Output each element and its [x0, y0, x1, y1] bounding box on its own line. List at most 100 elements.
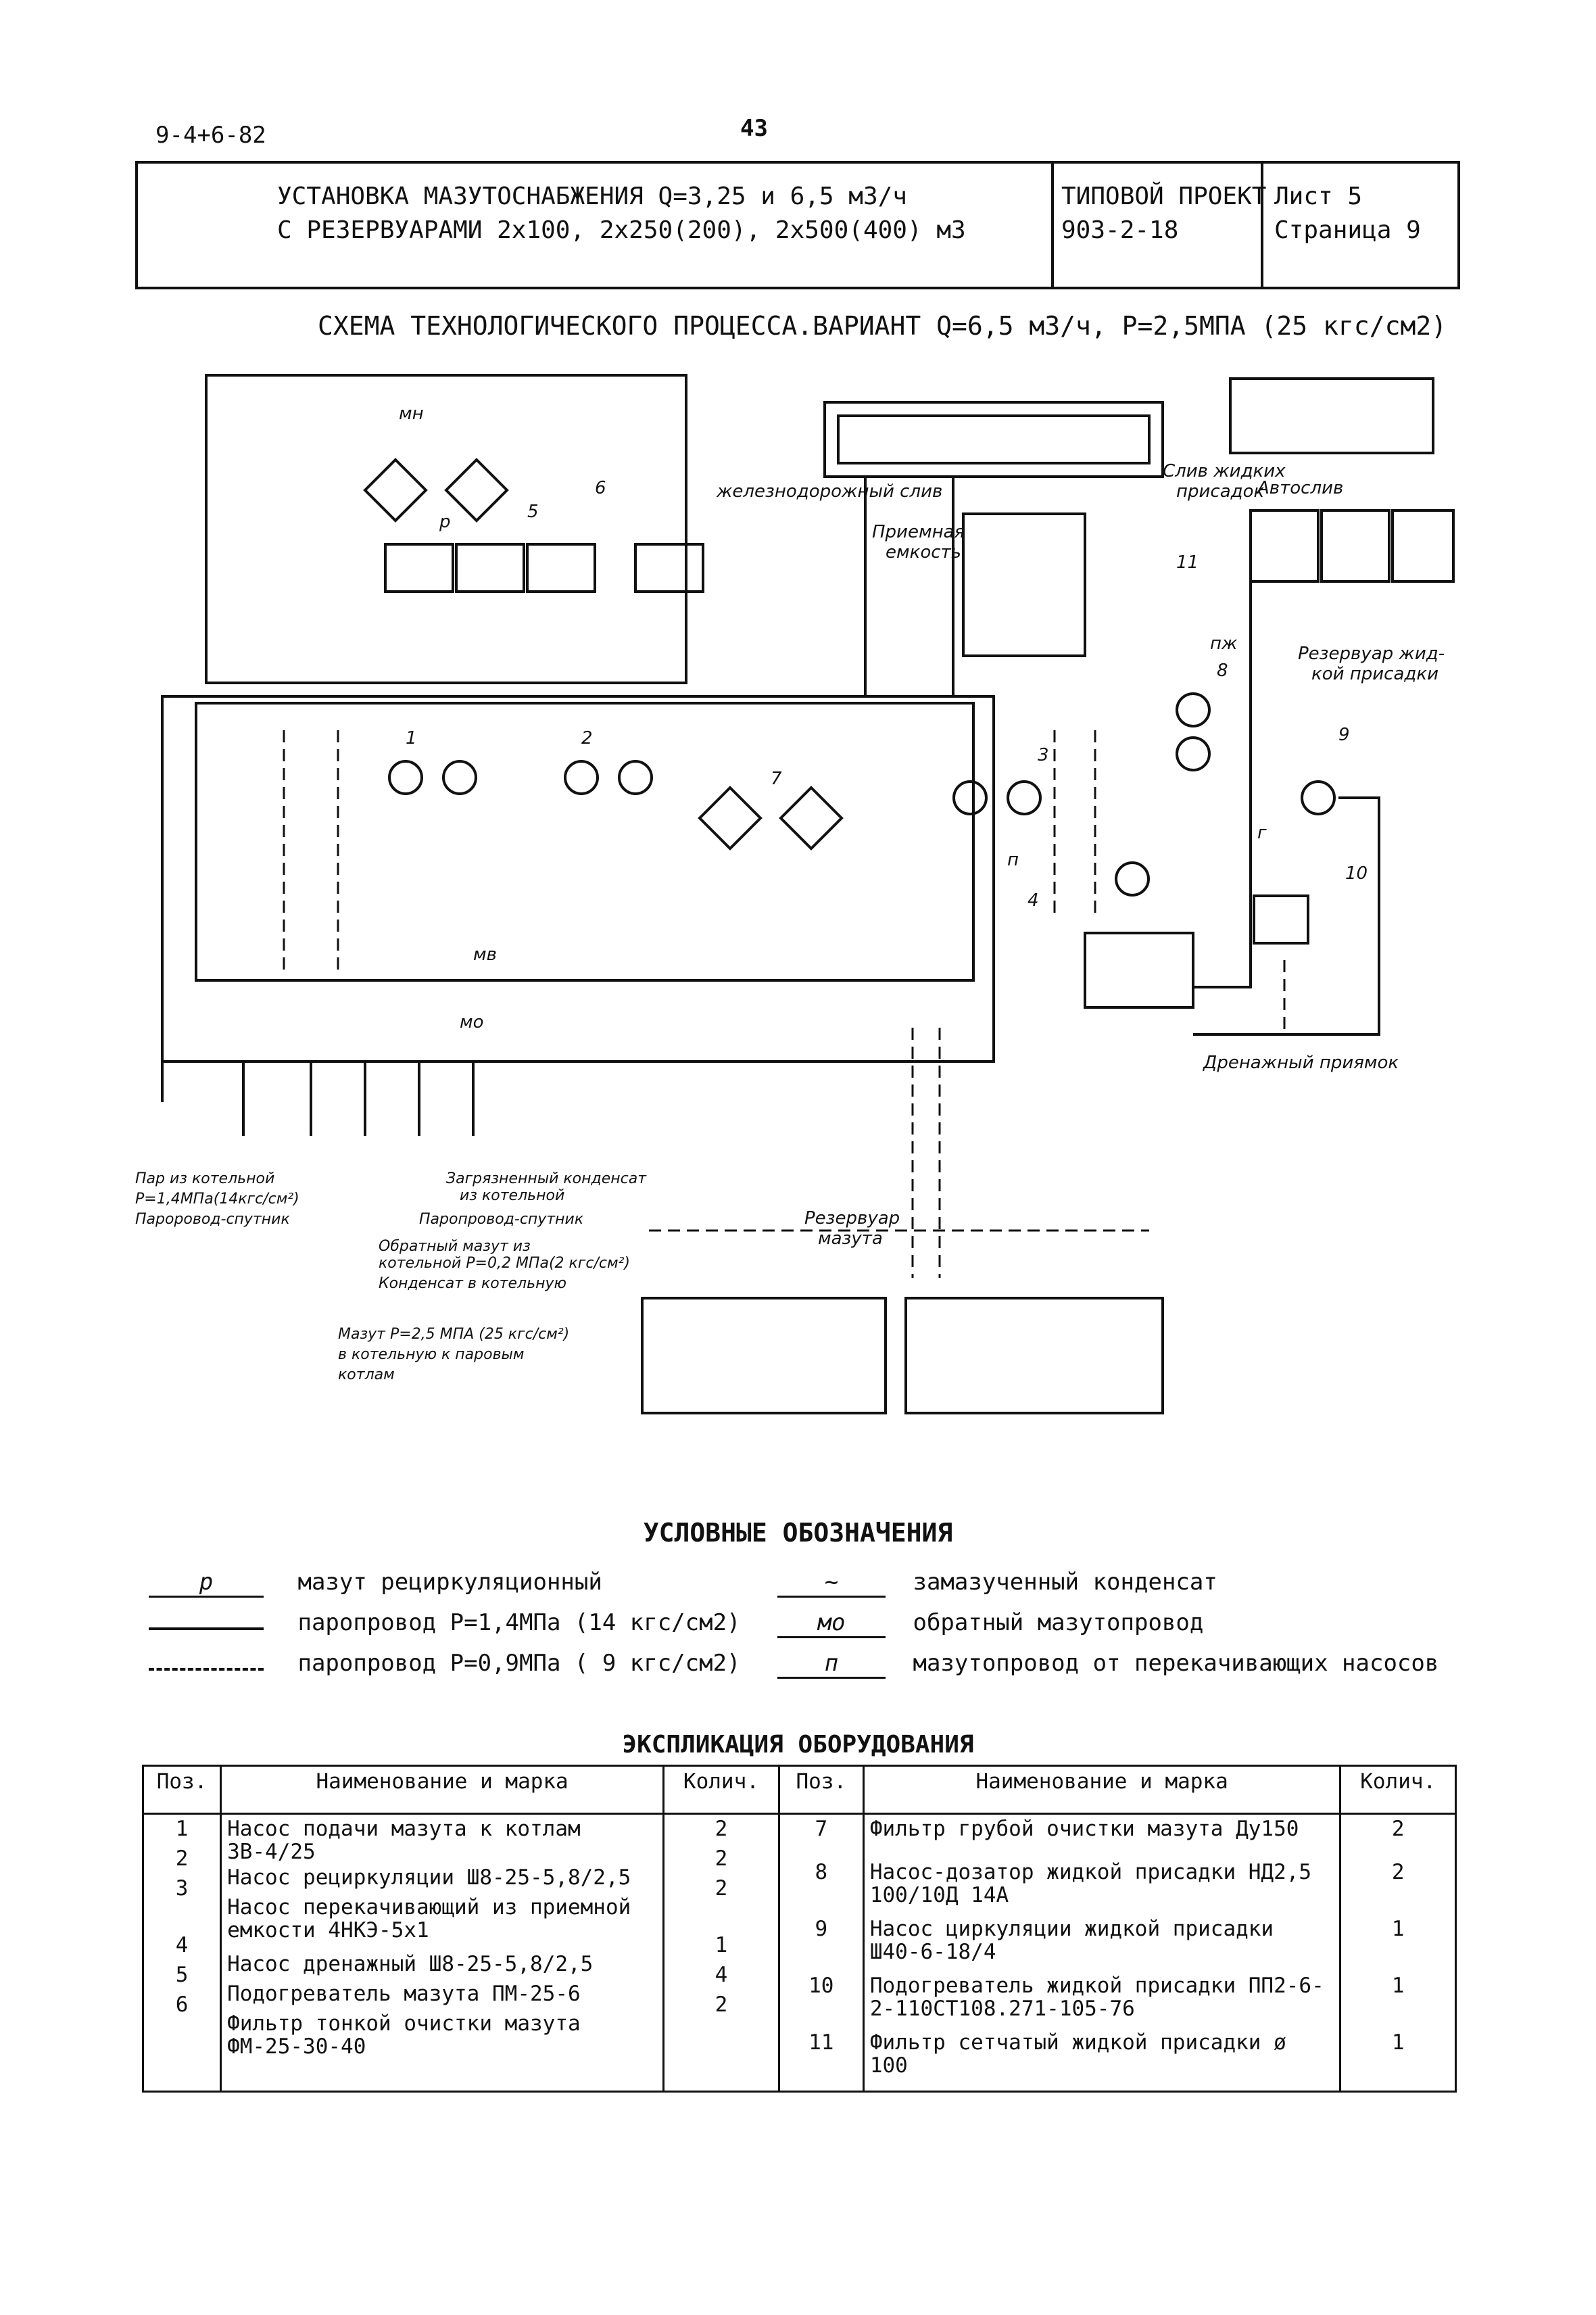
table-cell-name: Насос подачи мазута к котлам ЗВ-4/25 Нас…: [220, 1813, 665, 2093]
rail-unload: [823, 401, 1164, 478]
legend-swatch: [149, 1611, 264, 1630]
equipment-table: Поз. Наименование и марка Колич. Поз. На…: [141, 1765, 1457, 2093]
receiving-tank-label-2: емкость: [886, 542, 961, 563]
heater-5d: [634, 543, 704, 593]
heater-10: [1253, 894, 1309, 945]
line-code-mv: мв: [473, 945, 497, 965]
col-name: Наименование и марка: [220, 1765, 665, 1815]
table-cell-qty: 2 2 1 1 1: [1339, 1813, 1457, 2093]
fuel-tank-label-1: Резервуар: [804, 1208, 900, 1228]
legend-swatch: [149, 1652, 264, 1671]
pump-8b: [1176, 736, 1211, 771]
pos-4-label: 4: [1027, 890, 1039, 911]
project-number: 903-2-18: [1061, 216, 1179, 244]
sheet-number: Лист 5: [1274, 183, 1363, 210]
steam-satellite-label: Паропровод-спутник: [419, 1211, 584, 1228]
legend-title: УСЛОВНЫЕ ОБОЗНАЧЕНИЯ: [643, 1518, 953, 1548]
col-pos: Поз.: [777, 1765, 865, 1815]
pos-1-label: 1: [406, 728, 417, 748]
pump-3a: [952, 780, 988, 815]
additive-tank-a: [1249, 509, 1320, 583]
receiving-tank-label-1: Приемная: [872, 522, 965, 542]
table-cell-name: Фильтр грубой очистки мазута Ду150 Насос…: [862, 1813, 1342, 2093]
col-qty: Колич.: [1339, 1765, 1457, 1815]
legend-swatch: мо: [777, 1609, 886, 1638]
legend-text: паропровод Р=1,4МПа (14 кгс/см2): [297, 1609, 741, 1636]
filter-6a: [363, 458, 428, 523]
pos-9-label: 9: [1338, 725, 1350, 745]
additive-tank-label-1: Резервуар жид-: [1298, 644, 1445, 664]
additive-tank-b: [1320, 509, 1391, 583]
fuel-tank-b: [904, 1297, 1164, 1414]
legend-item-right-2: мо обратный мазутопровод: [777, 1609, 1203, 1638]
process-diagram: 6 5 1 2 7 3 4 8 9 10 11 железнодорожный …: [135, 374, 1455, 1414]
project-type: ТИПОВОЙ ПРОЕКТ: [1061, 183, 1267, 210]
legend-item-right-1: ~ замазученный конденсат: [777, 1569, 1217, 1598]
legend-text: паропровод Р=0,9МПа ( 9 кгс/см2): [297, 1650, 741, 1677]
additive-unload-label-2: присадок: [1176, 481, 1265, 502]
additive-unload-label-1: Слив жидких: [1163, 461, 1286, 481]
scheme-title: СХЕМА ТЕХНОЛОГИЧЕСКОГО ПРОЦЕССА.ВАРИАНТ …: [318, 311, 1447, 341]
drain-pit-label: Дренажный приямок: [1203, 1053, 1399, 1073]
legend-text: мазутопровод от перекачивающих насосов: [913, 1650, 1439, 1677]
pump-1a: [388, 760, 423, 795]
document-title-line-1: УСТАНОВКА МАЗУТОСНАБЖЕНИЯ Q=3,25 и 6,5 м…: [277, 183, 907, 210]
supply-label-3: котлам: [338, 1366, 395, 1383]
additive-tank-c: [1391, 509, 1455, 583]
title-block-divider: [1051, 161, 1054, 289]
table-row: 1 2 3 4 5 6 Насос подачи мазута к котлам…: [141, 1813, 1457, 2093]
pos-3-label: 3: [1038, 745, 1049, 765]
pump-8a: [1176, 692, 1211, 727]
title-block: [135, 161, 1460, 289]
additive-tank-label-2: кой присадки: [1311, 664, 1438, 684]
heater-area-frame: [205, 374, 687, 684]
pump-4: [1115, 861, 1150, 897]
title-block-divider: [1261, 161, 1263, 289]
legend-item-right-3: п мазутопровод от перекачивающих насосов: [777, 1650, 1438, 1679]
pos-2-label: 2: [581, 728, 593, 748]
legend-swatch: п: [777, 1650, 886, 1679]
pump-2b: [618, 760, 653, 795]
table-cell-pos: 1 2 3 4 5 6: [141, 1813, 222, 2093]
heater-5b: [455, 543, 525, 593]
filter-7b: [779, 786, 844, 851]
pos-6-label: 6: [595, 478, 606, 498]
steam-in-label-1: Пар из котельной: [135, 1170, 274, 1187]
legend-item-left-2: паропровод Р=1,4МПа (14 кгс/см2): [149, 1609, 741, 1636]
legend-text: замазученный конденсат: [913, 1569, 1217, 1596]
filter-7a: [698, 786, 763, 851]
pump-room-frame: [161, 695, 995, 1063]
return-fuel-label-2: котельной Р=0,2 МПа(2 кгс/см²): [379, 1255, 630, 1272]
legend-swatch: р: [149, 1569, 264, 1598]
line-code-n: п: [1007, 850, 1019, 870]
condensate-boiler-label: Конденсат в котельную: [379, 1275, 566, 1292]
rail-unload-label: железнодорожный слив: [716, 481, 942, 502]
auto-unload: [1229, 377, 1434, 454]
fuel-tank-a: [641, 1297, 887, 1414]
pos-10-label: 10: [1345, 863, 1368, 884]
supply-label-2: в котельную к паровым: [338, 1346, 525, 1363]
document-code: 9-4+6-82: [155, 122, 266, 149]
auto-unload-label: Автослив: [1256, 478, 1343, 498]
legend-swatch: ~: [777, 1569, 886, 1598]
pos-5-label: 5: [527, 502, 539, 522]
pump-2a: [564, 760, 599, 795]
condensate-label-2: из котельной: [460, 1187, 564, 1204]
pos-7-label: 7: [771, 769, 782, 789]
pump-9: [1301, 780, 1336, 815]
pump-3b: [1007, 780, 1042, 815]
col-pos: Поз.: [141, 1765, 222, 1815]
steam-in-label-3: Пароровод-спутник: [135, 1211, 290, 1228]
legend-text: мазут рециркуляционный: [297, 1569, 602, 1596]
drain-pit: [1084, 932, 1194, 1009]
steam-in-label-2: Р=1,4МПа(14кгс/см²): [135, 1191, 299, 1208]
col-qty: Колич.: [662, 1765, 780, 1815]
pos-8-label: 8: [1217, 661, 1228, 681]
pos-11-label: 11: [1176, 552, 1199, 573]
explication-title: ЭКСПЛИКАЦИЯ ОБОРУДОВАНИЯ: [622, 1731, 974, 1759]
supply-label-1: Мазут Р=2,5 МПА (25 кгс/см²): [338, 1326, 569, 1343]
line-code-p: р: [439, 512, 451, 532]
filter-6b: [444, 458, 509, 523]
table-header-row: Поз. Наименование и марка Колич. Поз. На…: [141, 1765, 1457, 1815]
heater-5a: [384, 543, 454, 593]
